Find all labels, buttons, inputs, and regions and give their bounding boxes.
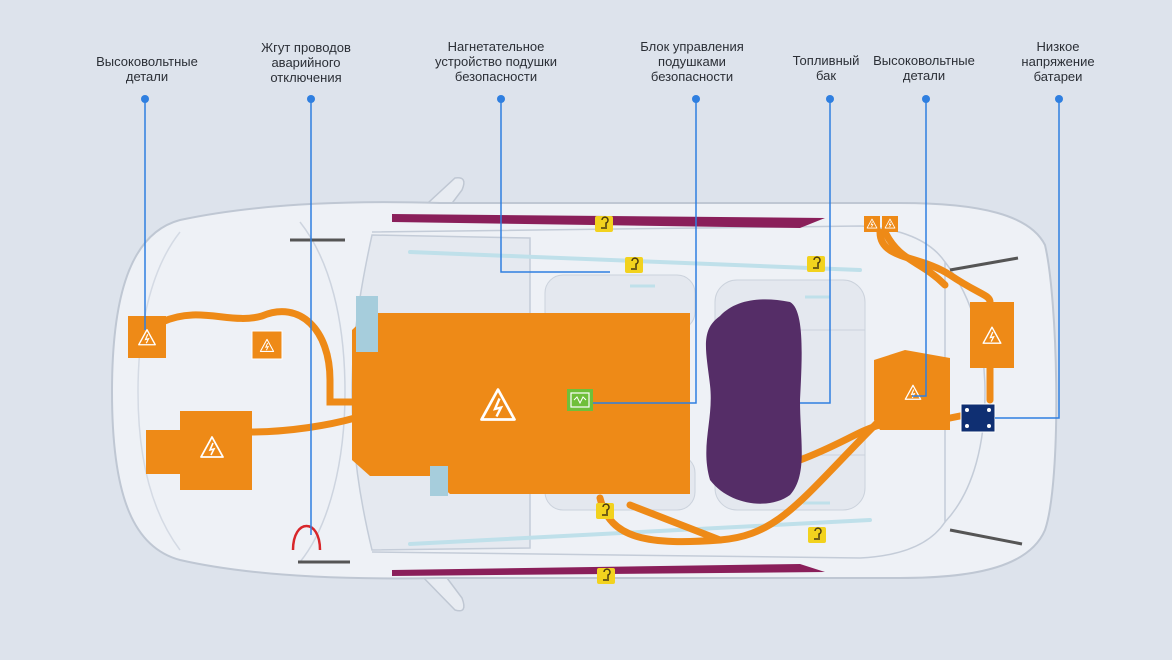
high-voltage-cables: [158, 228, 994, 546]
airbag-icon: [624, 256, 644, 274]
callout-lines: [144, 99, 1060, 535]
emergency-cut-loop-icon: [291, 524, 322, 551]
airbag-icon: [596, 567, 616, 585]
airbag-icon: [594, 215, 614, 233]
main-traction-battery: [352, 296, 690, 496]
fuel-tank-shape: [705, 299, 802, 504]
front-electric-motor: [146, 411, 252, 490]
airbag-icon: [806, 255, 826, 273]
front-hv-box-1: [128, 316, 166, 358]
rear-hv-unit: [874, 350, 950, 430]
callout-dots: [141, 95, 1063, 103]
rear-hv-box: [970, 302, 1014, 368]
rear-hv-connectors: [864, 216, 898, 232]
front-hv-box-2: [251, 330, 283, 360]
airbag-control-unit-icon: [567, 389, 593, 411]
low-voltage-battery-unit: [960, 403, 996, 433]
airbag-icon: [807, 526, 827, 544]
airbag-icon: [595, 502, 615, 520]
